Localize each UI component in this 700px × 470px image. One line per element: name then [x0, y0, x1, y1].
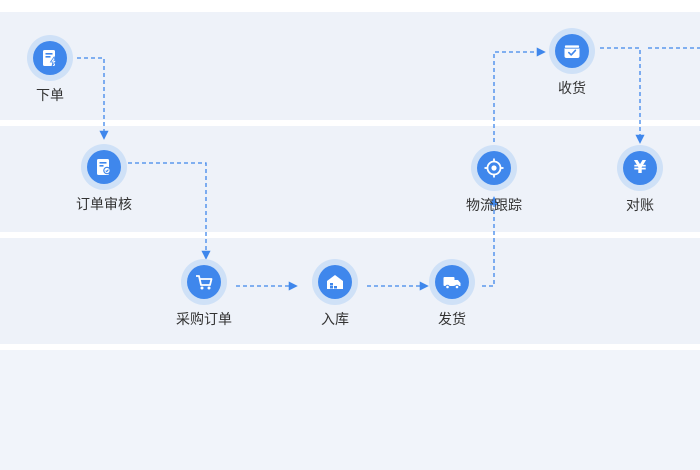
node-order[interactable]: 下单: [0, 35, 110, 115]
node-warehouse-in[interactable]: 入库: [275, 259, 395, 339]
node-order-label: 下单: [36, 88, 64, 104]
document-lightning-icon: [43, 50, 58, 67]
yen-icon: ¥: [633, 157, 647, 178]
node-receive[interactable]: 收货: [512, 28, 632, 108]
node-reconcile-label: 对账: [626, 198, 654, 214]
document-check-icon: [97, 159, 111, 175]
swimlane-4: [0, 350, 700, 470]
node-warehouse-in-label: 入库: [321, 312, 349, 328]
warehouse-icon: [327, 275, 343, 289]
connector-tracking-to-receive: [493, 47, 546, 142]
package-check-icon: [564, 44, 580, 58]
node-reconcile[interactable]: ¥ 对账: [580, 145, 700, 225]
connector-order-to-review: [77, 57, 109, 140]
node-purchase-order-label: 采购订单: [176, 312, 232, 328]
location-target-icon: [484, 158, 504, 178]
node-order-review[interactable]: 订单审核: [44, 144, 164, 224]
connector-ship-to-tracking: [482, 196, 499, 287]
delivery-truck-icon: [443, 277, 461, 290]
node-purchase-order[interactable]: 采购订单: [144, 259, 264, 339]
connector-review-to-purchase: [128, 162, 211, 260]
node-ship-label: 发货: [438, 312, 466, 328]
node-order-review-label: 订单审核: [76, 197, 132, 213]
shopping-cart-icon: [196, 275, 213, 290]
node-receive-label: 收货: [558, 81, 586, 97]
node-logistics-tracking-label: 物流跟踪: [466, 198, 522, 214]
node-logistics-tracking[interactable]: 物流跟踪: [434, 145, 554, 225]
node-ship[interactable]: 发货: [392, 259, 512, 339]
